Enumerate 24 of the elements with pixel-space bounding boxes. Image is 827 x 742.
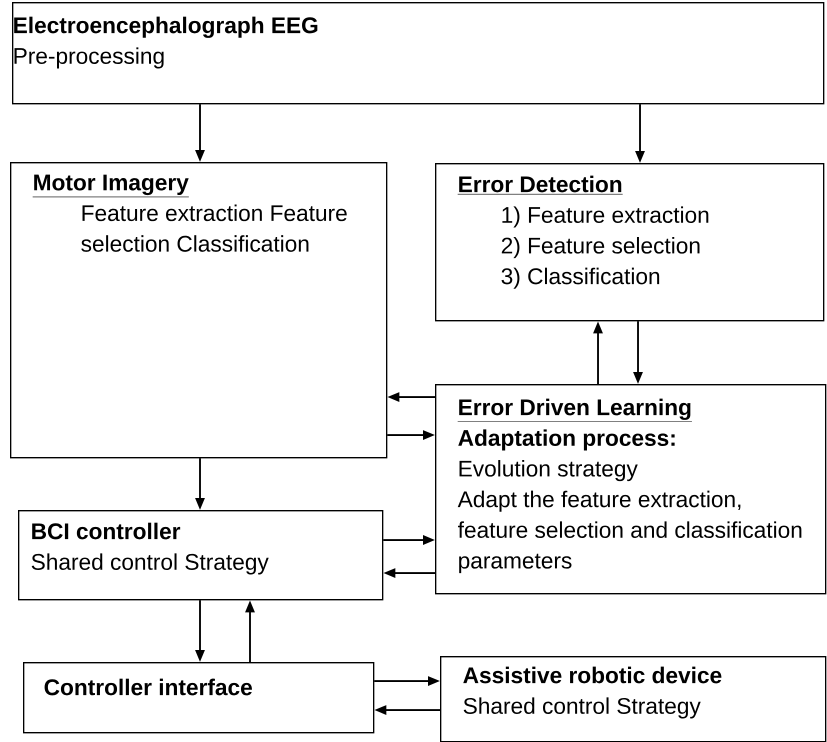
box-heading: Error Detection (457, 176, 623, 194)
process-box (18, 510, 384, 600)
box-text: Evolution strategy (460, 460, 638, 482)
process-box (23, 662, 374, 734)
process-box (440, 656, 826, 742)
box-text: Pre-processing (14, 47, 164, 68)
box-heading: Error Driven Learning (457, 398, 692, 422)
process-box (435, 163, 824, 322)
process-box (12, 2, 824, 104)
box-text: Shared control Strategy (32, 553, 269, 574)
box-text: Adapt the feature extraction, feature selection and classification parameters (458, 490, 802, 574)
box-heading: Electroencephalograph EEG (14, 16, 318, 38)
process-box (435, 384, 826, 594)
box-heading: Controller interface (44, 678, 252, 696)
box-heading: Adaptation process: (458, 429, 675, 450)
box-heading: BCI controller (32, 522, 180, 540)
box-heading: Motor Imagery (32, 174, 190, 198)
box-heading: Assistive robotic device (463, 666, 722, 684)
box-text: 1) Feature extraction (502, 206, 708, 228)
process-box (10, 162, 388, 458)
box-text: 2) Feature selection (502, 237, 700, 258)
box-text: Feature extraction Feature selection Classification (81, 204, 347, 252)
box-text: Shared control Strategy (464, 697, 701, 718)
box-text: 3) Classification (502, 268, 660, 289)
